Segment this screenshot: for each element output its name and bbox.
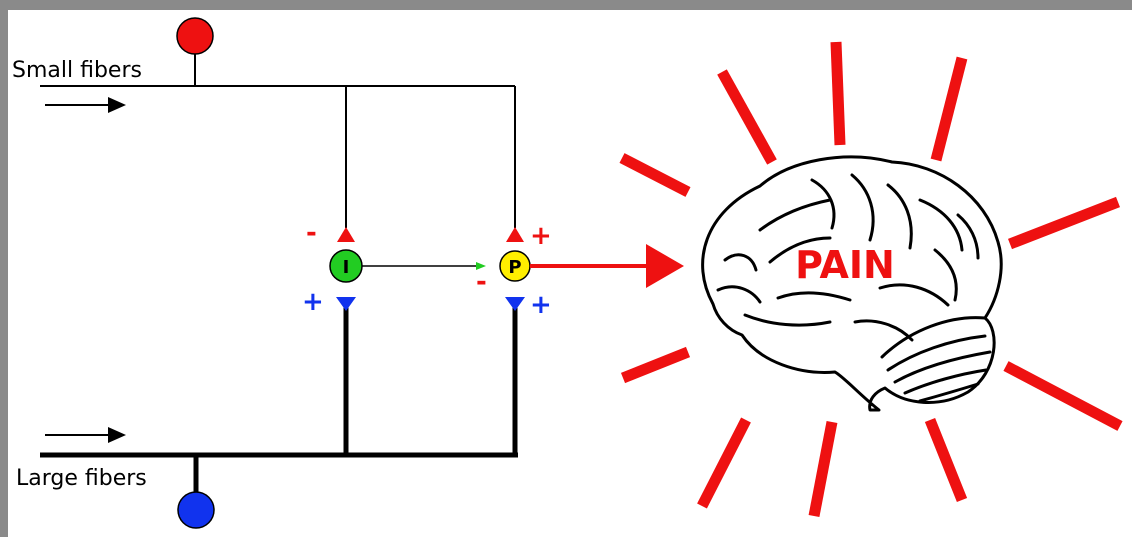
inhibitory-cell-label: I xyxy=(343,257,350,278)
projection-cell-label: P xyxy=(508,257,521,278)
sign-inhibitory-projection: - xyxy=(476,267,487,297)
small-fiber-cell-icon xyxy=(176,17,214,55)
inhibitory-synapse xyxy=(476,262,486,270)
inhibitory-interneuron: I xyxy=(329,249,363,283)
sign-large-projection: + xyxy=(530,290,552,320)
direction-arrow-icon xyxy=(45,97,126,113)
large-fiber-cell-icon xyxy=(177,491,215,529)
sign-small-projection: + xyxy=(530,221,552,251)
small-fiber-pathway xyxy=(40,50,516,228)
gate-control-diagram: Small fibers Large fibers I P - + - + + xyxy=(8,10,1132,537)
sign-large-inhibitory: + xyxy=(302,287,324,317)
pain-label: PAIN xyxy=(795,243,895,287)
large-fiber-synapse-projection xyxy=(505,297,525,311)
diagram-canvas: Small fibers Large fibers I P - + - + + xyxy=(12,17,1123,529)
large-fiber-synapse-inhibitory xyxy=(336,297,356,311)
brain-icon xyxy=(701,155,1003,412)
projection-neuron: P xyxy=(499,250,531,282)
small-fibers-label: Small fibers xyxy=(12,58,142,83)
large-fibers-label: Large fibers xyxy=(16,466,147,491)
sign-small-inhibitory: - xyxy=(306,218,317,248)
pain-ray-icon xyxy=(619,41,1123,518)
small-fiber-synapse-inhibitory xyxy=(337,227,355,242)
pain-signal-arrow xyxy=(530,244,684,288)
direction-arrow-icon xyxy=(45,427,126,443)
small-fiber-synapse-projection xyxy=(506,227,524,242)
large-fiber-pathway xyxy=(40,305,518,495)
